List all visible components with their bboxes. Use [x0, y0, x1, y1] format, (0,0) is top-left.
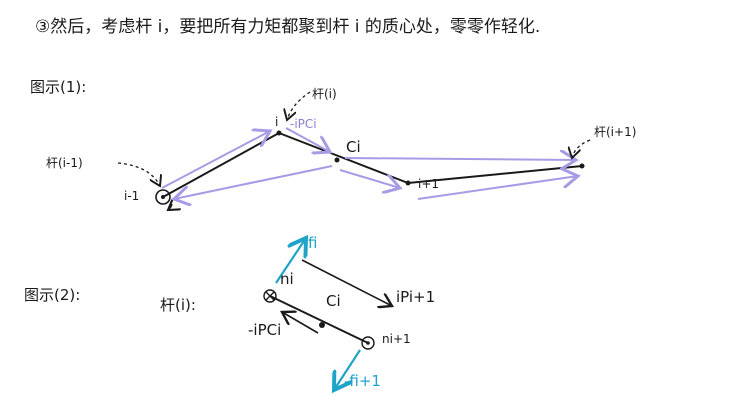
link-next — [407, 165, 583, 184]
moment-ni-label: ni — [280, 270, 294, 288]
vector-pi-next-label: iPi+1 — [396, 288, 435, 306]
page-heading: ③然后，考虑杆 i，要把所有力矩都聚到杆 i 的质心处，零零作轻化. — [35, 17, 540, 37]
end-dot — [579, 163, 585, 169]
leader-rod-prev — [117, 162, 160, 186]
vector-pci-arrow — [282, 312, 319, 334]
com-label: Ci — [346, 138, 361, 156]
moment-out-symbol — [361, 336, 375, 350]
vector-prev-to-i — [161, 131, 270, 189]
vector-com-to-prev — [174, 165, 333, 199]
rod-i-label: 杆(i) — [312, 87, 337, 101]
force-fi-arrow — [275, 238, 306, 284]
rod-i-com-dot — [319, 322, 325, 328]
joint-prev-label: i-1 — [124, 189, 139, 203]
force-fi-next-label: -fi+1 — [344, 372, 381, 390]
moment-ni-next-label: ni+1 — [382, 332, 411, 346]
link-prev — [162, 132, 280, 198]
leader-rod-next — [572, 139, 591, 158]
moment-in-symbol — [263, 289, 277, 303]
joint-next-label: i+1 — [418, 177, 439, 191]
figure2-rod-label: 杆(i): — [160, 296, 196, 314]
rod-com-label: Ci — [326, 292, 341, 310]
rod-prev-label: 杆(i-1) — [46, 156, 83, 170]
vector-pi-next-arrow — [301, 259, 392, 306]
vector-pci-label: -iPCi — [290, 117, 317, 131]
vector-next-to-end — [417, 176, 578, 200]
vector-i-to-com — [285, 127, 330, 152]
joint-prev-circle — [155, 189, 171, 205]
figure1-label: 图示(1): — [30, 78, 86, 96]
figure2-label: 图示(2): — [24, 286, 80, 304]
vector-com-to-end — [344, 158, 576, 160]
leader-rod-i — [287, 91, 311, 120]
joint-i-label: i — [275, 115, 278, 129]
joint-next-dot — [405, 180, 411, 186]
rod-next-label: 杆(i+1) — [594, 125, 636, 139]
rod-i-body — [269, 295, 369, 344]
vector-pci-label-2: -iPCi — [248, 321, 281, 339]
force-fi-label: fi — [308, 234, 317, 252]
joint-prev-dot — [161, 195, 165, 199]
joint-i-dot — [276, 130, 282, 136]
vector-com-to-next — [339, 169, 400, 188]
joint-prev-rotation-arrow — [168, 204, 172, 210]
com-dot — [334, 157, 340, 163]
force-fi-next-arrow — [334, 349, 361, 390]
